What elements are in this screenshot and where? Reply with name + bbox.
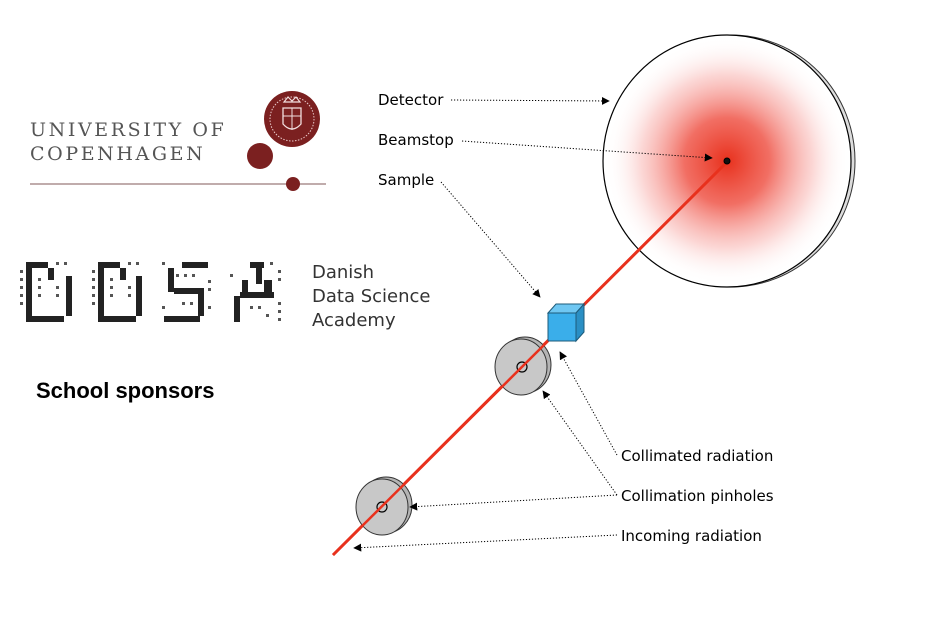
detector-leader-arrow — [450, 96, 610, 105]
ddsa-logo: Danish Data Science Academy — [20, 262, 430, 331]
ku-small-dot-icon — [286, 177, 300, 191]
incoming-beam-segment — [332, 340, 549, 556]
pinhole-upper-leader-arrow — [542, 390, 618, 496]
collimation-pinholes-label: Collimation pinholes — [621, 487, 774, 505]
sample-label: Sample — [378, 171, 434, 189]
incoming-radiation-label: Incoming radiation — [621, 527, 762, 545]
ddsa-name-line2: Data Science — [312, 286, 430, 307]
beamstop-icon — [723, 157, 731, 165]
ku-seal-icon — [264, 91, 320, 147]
school-sponsors-heading: School sponsors — [36, 378, 214, 403]
ku-name-line1: UNIVERSITY OF — [30, 119, 226, 141]
detector-label: Detector — [378, 91, 444, 109]
pinhole-lower-leader-arrow — [409, 494, 618, 511]
ddsa-name-line3: Academy — [312, 310, 396, 331]
ku-name-line2: COPENHAGEN — [30, 143, 205, 165]
sample-leader-arrow — [440, 181, 541, 298]
ddsa-name-line1: Danish — [312, 262, 374, 283]
ddsa-pixel-logo-icon — [20, 262, 281, 322]
ku-logo: UNIVERSITY OF COPENHAGEN — [30, 91, 326, 191]
collimated-leader-arrow — [559, 351, 618, 456]
collimated-radiation-label: Collimated radiation — [621, 447, 773, 465]
ku-large-dot-icon — [247, 143, 273, 169]
sample-cube-icon — [546, 302, 586, 343]
beamstop-label: Beamstop — [378, 131, 454, 149]
incoming-leader-arrow — [353, 534, 618, 552]
